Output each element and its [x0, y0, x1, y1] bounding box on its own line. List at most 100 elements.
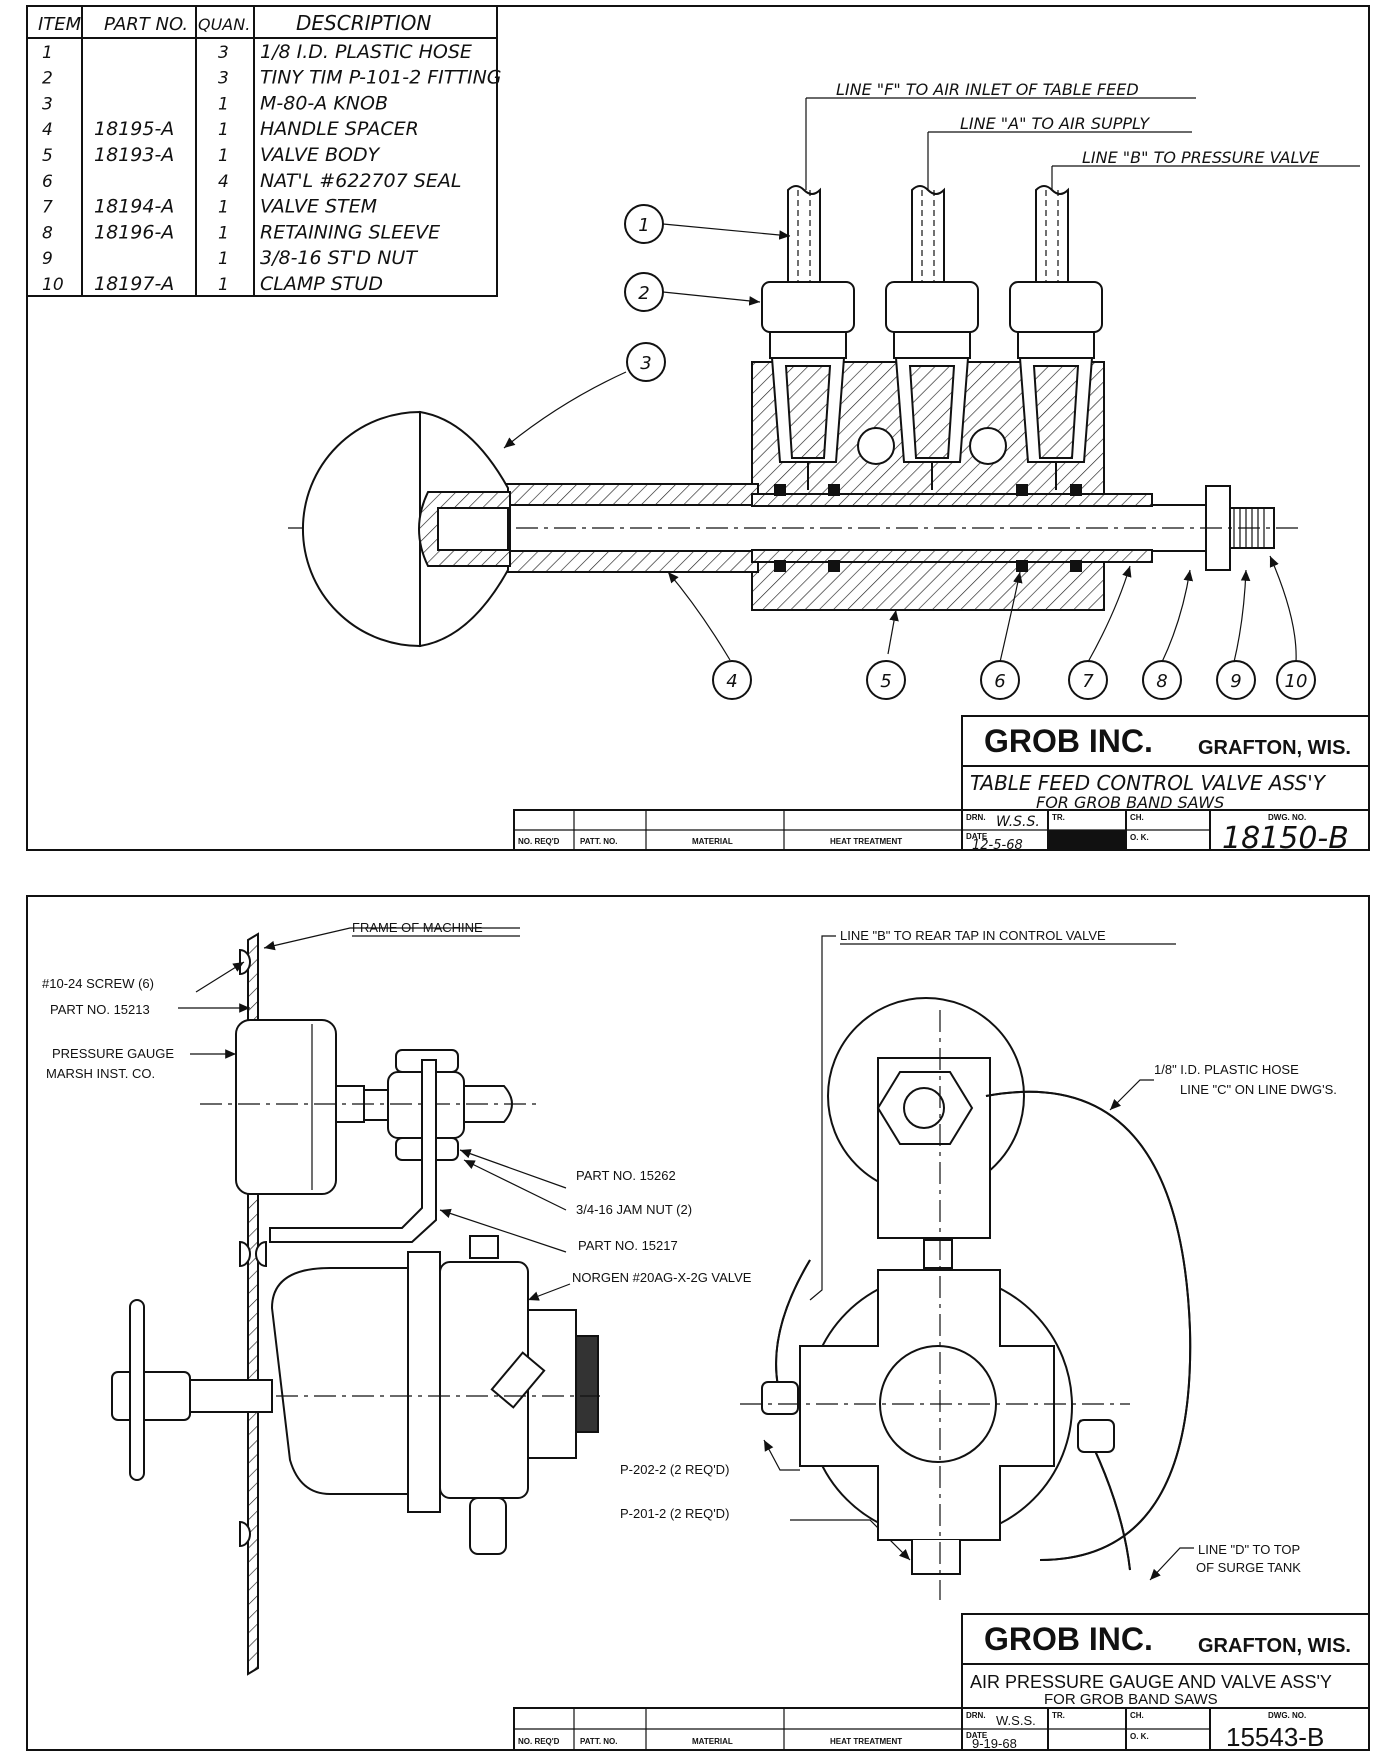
table-cell-qty: 1 [218, 120, 229, 140]
fittings [761, 281, 1103, 490]
balloon-label-6: 6 [994, 671, 1005, 692]
col-patt-no-2: PATT. NO. [580, 1737, 617, 1746]
table-cell-desc: 1/8 I.D. PLASTIC HOSE [260, 41, 472, 63]
company-location-2: GRAFTON, WIS. [1198, 1635, 1351, 1657]
table-cell-part: 18197-A [94, 273, 174, 295]
balloon-label-1: 1 [638, 215, 649, 236]
frame-label: FRAME OF MACHINE [352, 920, 483, 935]
balloon-3 [626, 342, 666, 382]
hose-label-2: LINE "C" ON LINE DWG'S. [1180, 1082, 1337, 1097]
part-15213-label: PART NO. 15213 [50, 1002, 150, 1017]
balloon-label-2: 2 [638, 283, 649, 304]
pressure-gauge [235, 1019, 337, 1195]
drn-label-1: DRN. [966, 813, 986, 822]
table-cell-qty: 1 [218, 249, 229, 269]
tr-label-1: TR. [1052, 813, 1065, 822]
line-b-rear-label: LINE "B" TO REAR TAP IN CONTROL VALVE [840, 928, 1106, 943]
drn-label-2: DRN. [966, 1711, 986, 1720]
table-cell-item: 5 [42, 146, 53, 166]
table-cell-item: 8 [42, 223, 53, 243]
table-cell-qty: 1 [218, 198, 229, 218]
ch-label-2: CH. [1130, 1711, 1144, 1720]
tr-label-2: TR. [1052, 1711, 1065, 1720]
norgen-valve-label: NORGEN #20AG-X-2G VALVE [572, 1270, 752, 1285]
p201-label: P-201-2 (2 REQ'D) [620, 1506, 729, 1521]
table-header-item: ITEM [38, 14, 82, 35]
balloon-label-8: 8 [1156, 671, 1167, 692]
drawing-number-1: 18150-B [1222, 821, 1349, 856]
col-material-2: MATERIAL [692, 1737, 733, 1746]
drawing-2: FRAME OF MACHINE #10-24 SCREW (6) PART N… [26, 895, 1370, 1752]
company-name-2: GROB INC. [984, 1621, 1153, 1657]
line-b-label: LINE "B" TO PRESSURE VALVE [1082, 148, 1320, 167]
table-cell-qty: 1 [218, 146, 229, 166]
table-cell-item: 3 [42, 94, 53, 114]
ch-label-1: CH. [1130, 813, 1144, 822]
table-header-desc: DESCRIPTION [296, 11, 431, 35]
company-location-1: GRAFTON, WIS. [1198, 737, 1351, 759]
screws [239, 948, 267, 1548]
drawing-title-2: AIR PRESSURE GAUGE AND VALVE ASS'Y [970, 1672, 1332, 1692]
table-cell-item: 2 [42, 69, 53, 89]
line-f-label: LINE "F" TO AIR INLET OF TABLE FEED [836, 80, 1139, 99]
table-cell-desc: CLAMP STUD [260, 273, 383, 295]
dwg-no-label-1: DWG. NO. [1268, 813, 1306, 822]
valve-front-view [740, 997, 1192, 1600]
table-cell-desc: VALVE STEM [260, 196, 377, 218]
gauge-label-2: MARSH INST. CO. [46, 1066, 155, 1081]
drawing-number-2: 15543-B [1226, 1722, 1324, 1752]
table-cell-qty: 1 [218, 275, 229, 295]
col-no-reqd-1: NO. REQ'D [518, 837, 560, 846]
title-block-2: GROB INC. GRAFTON, WIS. AIR PRESSURE GAU… [513, 1613, 1370, 1752]
table-cell-item: 10 [42, 275, 64, 295]
drawing-2-border [26, 895, 1370, 1751]
balloon-label-7: 7 [1082, 671, 1094, 692]
table-cell-part: 18194-A [94, 196, 174, 218]
table-cell-desc: M-80-A KNOB [260, 92, 388, 114]
col-heat-treatment-2: HEAT TREATMENT [830, 1737, 902, 1746]
table-cell-qty: 1 [218, 223, 229, 243]
balloon-5 [866, 660, 906, 700]
balloon-label-3: 3 [640, 353, 651, 374]
drawn-by-1: W.S.S. [996, 814, 1040, 830]
part-15217-label: PART NO. 15217 [578, 1238, 678, 1253]
table-cell-desc: HANDLE SPACER [260, 118, 419, 140]
drawing-subtitle-2: FOR GROB BAND SAWS [1044, 1691, 1218, 1708]
col-material-1: MATERIAL [692, 837, 733, 846]
balloon-label-4: 4 [726, 671, 737, 692]
table-cell-item: 7 [42, 198, 53, 218]
ok-label-1: O. K. [1130, 833, 1149, 842]
plastic-hoses [787, 185, 1069, 283]
ok-label-2: O. K. [1130, 1732, 1149, 1741]
table-cell-part: 18196-A [94, 221, 174, 243]
table-cell-qty: 4 [218, 172, 229, 192]
screw-label: #10-24 SCREW (6) [42, 976, 154, 991]
date-1: 12-5-68 [972, 838, 1023, 853]
table-cell-item: 6 [42, 172, 53, 192]
bracket [269, 1059, 437, 1243]
balloon-9 [1216, 660, 1256, 700]
drawing-title-1: TABLE FEED CONTROL VALVE ASS'Y [970, 771, 1327, 795]
title-block-1: GROB INC. GRAFTON, WIS. TABLE FEED CONTR… [513, 715, 1370, 856]
table-cell-item: 1 [42, 43, 53, 63]
balloon-4 [712, 660, 752, 700]
line-d-label-2: OF SURGE TANK [1196, 1560, 1301, 1575]
col-no-reqd-2: NO. REQ'D [518, 1737, 560, 1746]
table-cell-qty: 3 [218, 69, 229, 89]
table-cell-part: 18195-A [94, 118, 174, 140]
company-name-1: GROB INC. [984, 723, 1153, 759]
table-header-qty: QUAN. [198, 15, 250, 34]
jam-nut-label: 3/4-16 JAM NUT (2) [576, 1202, 692, 1217]
table-cell-desc: TINY TIM P-101-2 FITTING [260, 67, 502, 89]
balloon-label-9: 9 [1230, 671, 1241, 692]
date-label-1: DATE [966, 832, 988, 841]
date-2: 9-19-68 [972, 1736, 1017, 1751]
norgen-valve-side [111, 1251, 600, 1555]
balloon-label-10: 10 [1285, 671, 1308, 692]
line-d-label-1: LINE "D" TO TOP [1198, 1542, 1300, 1557]
table-cell-desc: RETAINING SLEEVE [260, 221, 440, 243]
